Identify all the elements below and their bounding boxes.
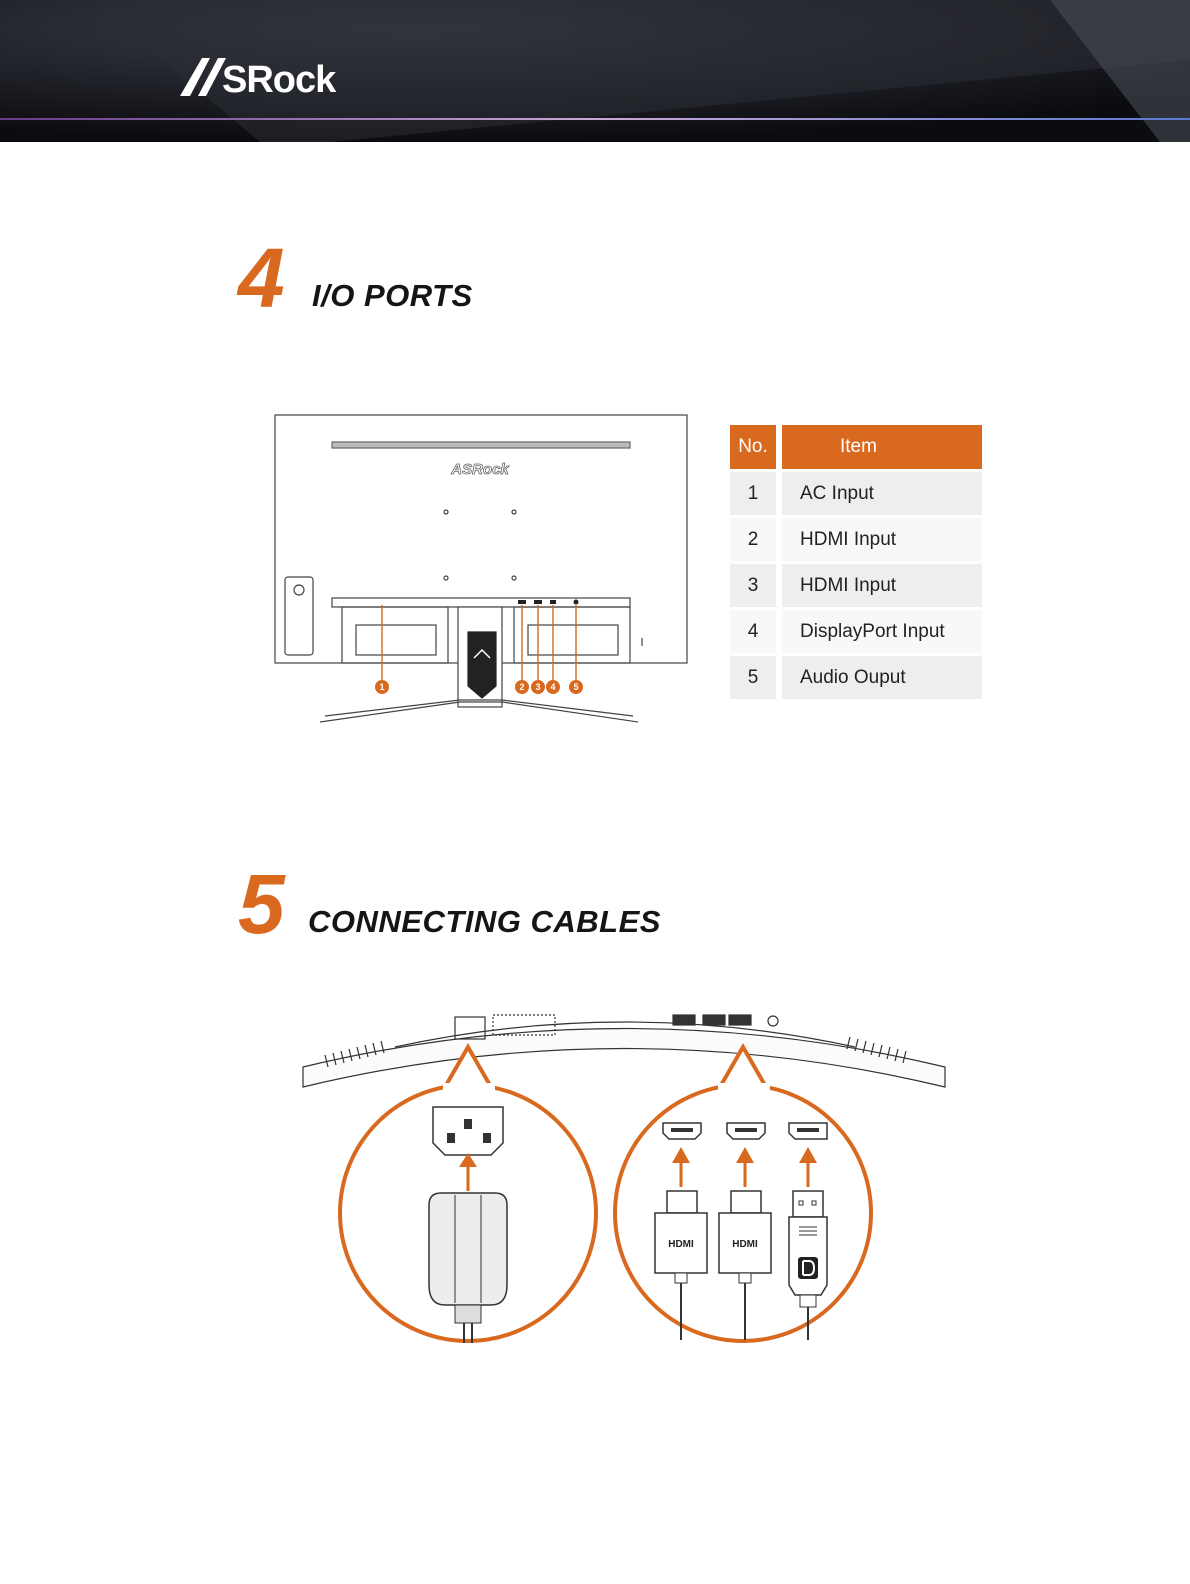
- header-item: Item: [782, 425, 982, 469]
- row-no: 1: [730, 472, 782, 515]
- displayport-plug-icon: [789, 1217, 827, 1295]
- rear-panel-left-inset: [356, 625, 436, 655]
- header-banner: SRock: [0, 0, 1190, 142]
- row-item: HDMI Input: [782, 564, 982, 607]
- ac-zoom-circle: [340, 1047, 596, 1343]
- rear-panel-right-inset: [528, 625, 618, 655]
- row-item: AC Input: [782, 472, 982, 515]
- row-item: DisplayPort Input: [782, 610, 982, 653]
- callout-5: 5: [573, 682, 578, 692]
- section-4-number: 4: [238, 236, 285, 320]
- table-row: 2 HDMI Input: [730, 518, 982, 561]
- row-no: 4: [730, 610, 782, 653]
- callout-1: 1: [379, 682, 384, 692]
- cable-connection-diagram: HDMI HDMI: [295, 995, 955, 1360]
- callout-4: 4: [550, 682, 555, 692]
- vesa-hole: [512, 576, 516, 580]
- vesa-hole: [512, 510, 516, 514]
- vesa-hole: [444, 510, 448, 514]
- monitor-rear-diagram: 1 2 3 4 5 ASRock: [270, 410, 700, 735]
- vent-strip: [332, 442, 630, 448]
- header-background: [0, 0, 1190, 142]
- port-rail: [332, 598, 630, 607]
- vesa-hole: [444, 576, 448, 580]
- section-5-title: CONNECTING CABLES: [308, 904, 661, 940]
- video-zoom-circle: HDMI HDMI: [615, 1047, 871, 1341]
- monitor-logo: ASRock: [450, 461, 509, 478]
- table-row: 4 DisplayPort Input: [730, 610, 982, 653]
- side-button-panel: [285, 577, 313, 655]
- row-no: 2: [730, 518, 782, 561]
- section-4-title: I/O PORTS: [312, 278, 473, 314]
- callout-3: 3: [535, 682, 540, 692]
- row-no: 5: [730, 656, 782, 699]
- section-5-number: 5: [238, 862, 285, 946]
- hdmi-label-1: HDMI: [668, 1239, 694, 1250]
- table-row: 3 HDMI Input: [730, 564, 982, 607]
- header-no: No.: [730, 425, 782, 469]
- io-ports-table: No. Item 1 AC Input 2 HDMI Input 3 HDMI …: [730, 422, 982, 702]
- ac-socket-icon: [433, 1107, 503, 1155]
- curved-monitor-bottom: [303, 1029, 945, 1088]
- table-row: 5 Audio Ouput: [730, 656, 982, 699]
- table-row: 1 AC Input: [730, 472, 982, 515]
- svg-text:SRock: SRock: [222, 59, 337, 100]
- row-item: Audio Ouput: [782, 656, 982, 699]
- row-item: HDMI Input: [782, 518, 982, 561]
- hdmi-label-2: HDMI: [732, 1239, 758, 1250]
- callout-2: 2: [519, 682, 524, 692]
- ac-plug-icon: [429, 1193, 507, 1305]
- table-header-row: No. Item: [730, 425, 982, 469]
- row-no: 3: [730, 564, 782, 607]
